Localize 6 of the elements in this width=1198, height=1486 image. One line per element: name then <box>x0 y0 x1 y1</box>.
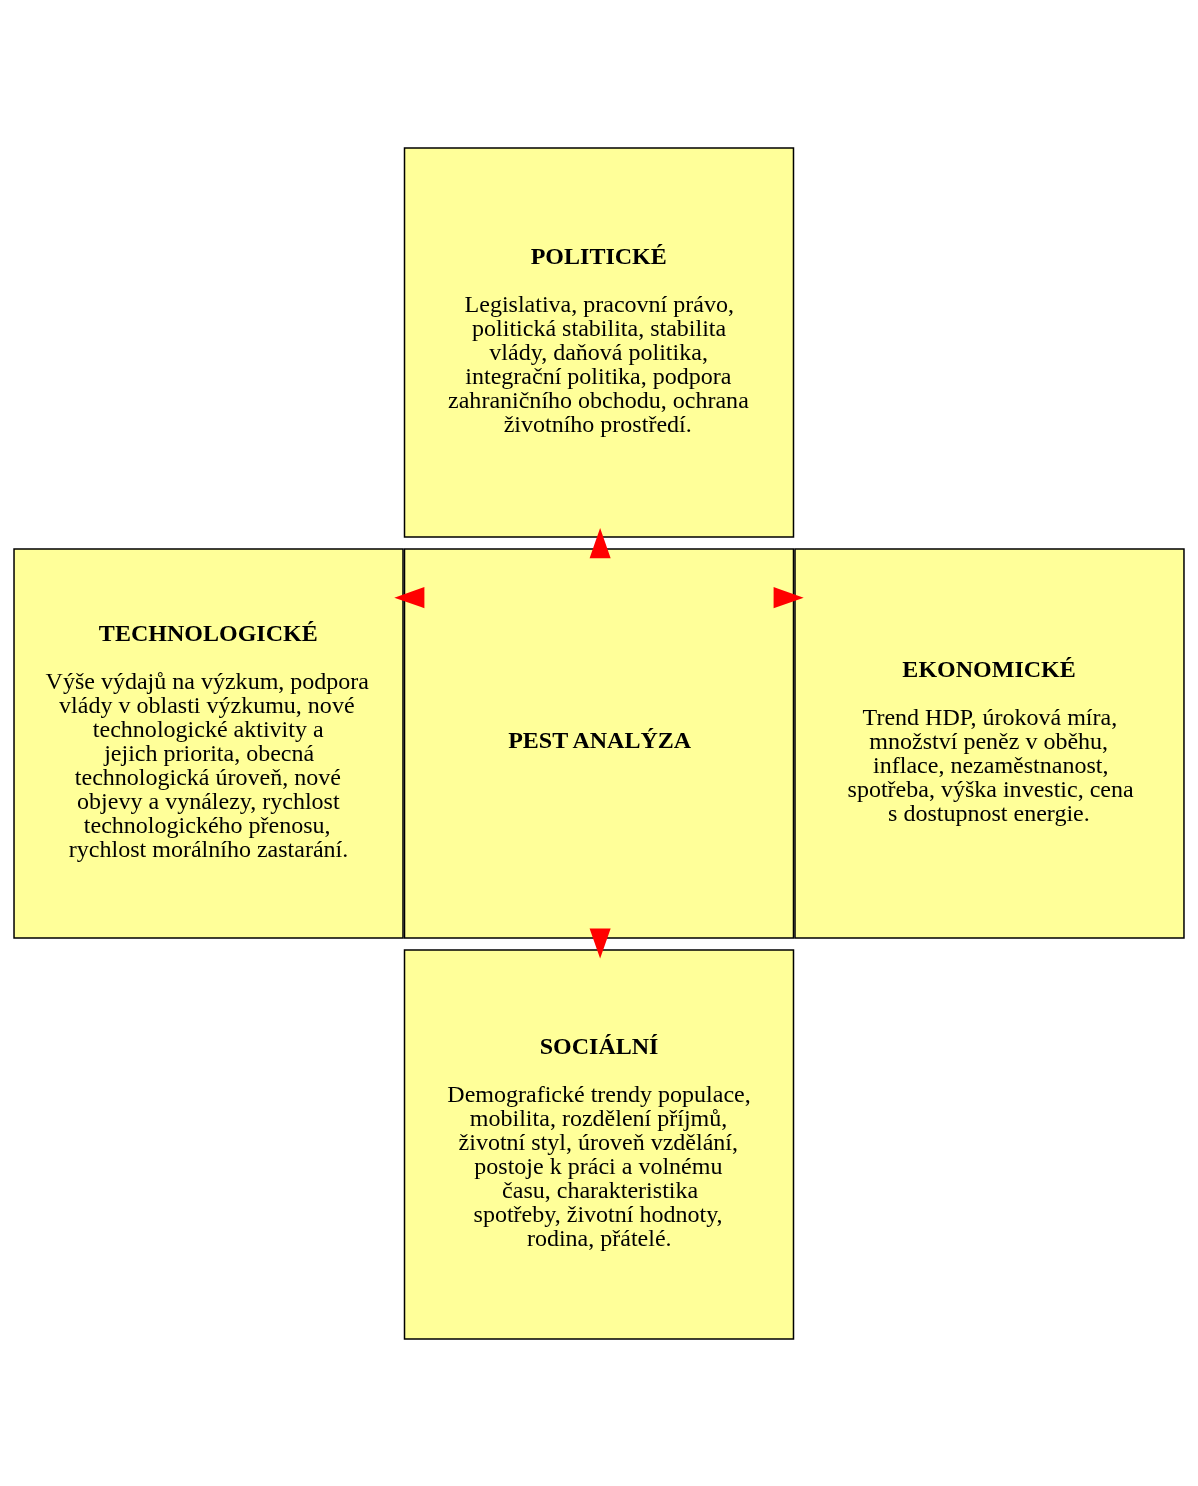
arrow <box>589 527 611 558</box>
arrow <box>773 586 804 608</box>
node-box: SOCIÁLNÍ Demografické trendy populace, mobilita, rozdělení příjmů, životní styl, úroveň vzdělání, postoje k práci a volnému času, charakteristika spotřeby, životní hodnoty, rodina, přátelé. <box>403 948 795 1340</box>
arrow <box>394 586 425 608</box>
node-box: POLITICKÉ Legislativa, pracovní právo, politická stabilita, stabilita vlády, daňová politika, integrační politika, podpora zahraničního obchodu, ochrana životního prostředí. <box>403 146 795 538</box>
arrow <box>589 927 611 959</box>
